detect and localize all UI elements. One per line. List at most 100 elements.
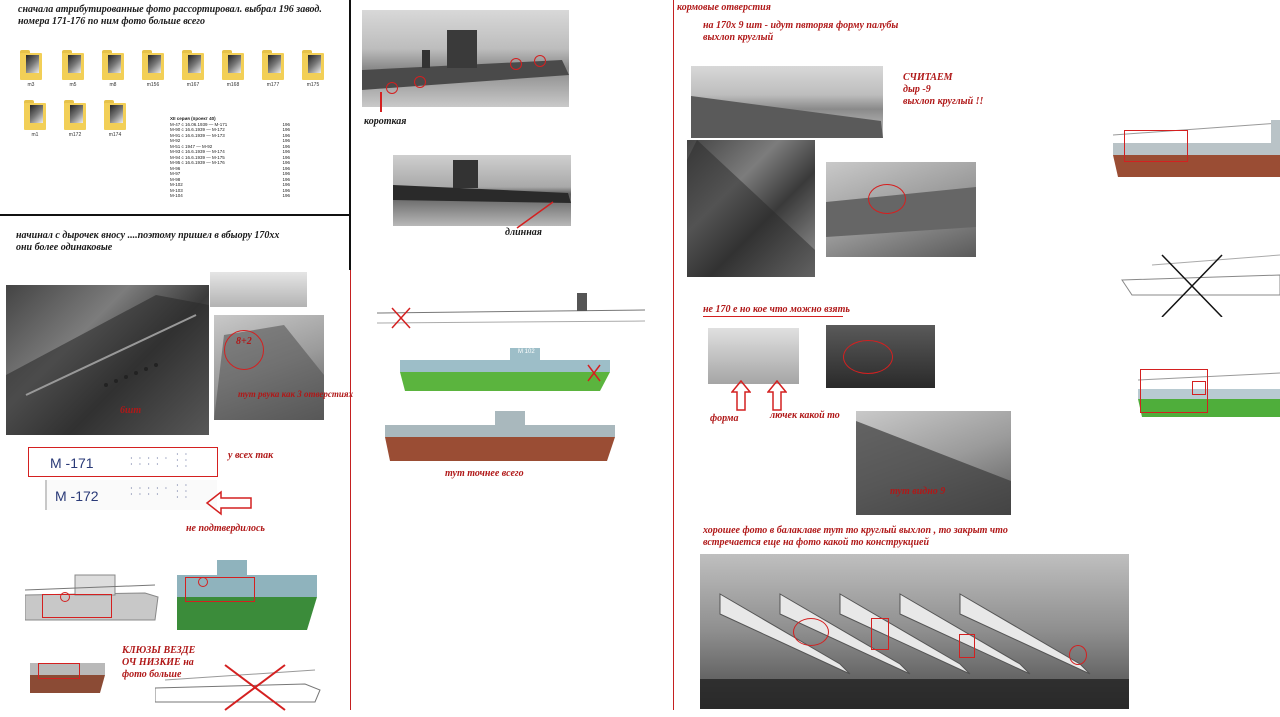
series-table-row-value: 196 [282,127,290,132]
m171-label: M -171 [50,455,94,471]
m171-card [28,447,218,477]
series-table-row-value: 196 [282,149,290,154]
series-table-row: М-90 с 16.6.1939 — М-172 196 [170,127,290,133]
left-arrow-icon [205,490,252,516]
drawing-brown-sub [385,411,615,461]
series-table-row: М-103 196 [170,188,290,194]
photo-nine-visible [856,411,1011,515]
drawing-green-sub-m102 [400,348,610,391]
long-label: длинная [505,227,542,238]
green-hull-circle [198,577,208,587]
series-table-row-value: 196 [282,182,290,187]
nine-visible-overlay: тут видно 9 [890,486,946,497]
photo-stern-1 [691,66,883,138]
balaklava-note-line1: хорошее фото в балаклаве тут то круглый … [703,525,1008,536]
folder-icon[interactable]: m167 [182,50,204,88]
grey-hull-highlight [42,594,112,618]
hatch-label: лючек какой то [770,410,840,421]
up-arrow-icon [731,380,751,411]
bow-photo-small [214,315,324,420]
series-table-row-value: 196 [282,143,290,149]
folder-icon[interactable]: m3 [20,50,42,88]
balaklava-note-line2: встречается еще на фото какой то констру… [703,537,930,548]
short-circle-1 [386,82,398,94]
count-note-line1: СЧИТАЕМ [903,72,953,83]
drawing-far-right-crossed [1121,254,1280,317]
series-table-row-name: М-94 с 16.6.1939 — М-175 [170,154,225,160]
grey-hull-circle [60,592,70,602]
kluzy-note-line1: КЛЮЗЫ ВЕЗДЕ [122,645,196,656]
series-table-header: XII серия (проект 40) [170,116,216,121]
divider-red-left [350,270,351,710]
far-right-brown-highlight [1124,130,1188,162]
m172-card [45,480,217,510]
short-circle-4 [534,55,546,67]
photo-stern-2 [687,140,815,277]
series-table-row-name: М-51 с 1947 — М-92 [170,143,213,149]
folder-icon[interactable]: m175 [302,50,324,88]
up-arrow-icon [767,380,787,411]
drawing-outline-mid [377,293,645,329]
series-table-row: М-94 с 16.6.1939 — М-175 196 [170,155,290,161]
series-table-row-value: 196 [282,154,290,160]
kluzy-note-line2: ОЧ НИЗКИЕ на [122,657,194,668]
folder-icon[interactable]: m156 [142,50,164,88]
series-table-row-value: 196 [282,193,290,198]
count-note-line3: выхлоп круглый !! [903,96,984,107]
series-table-row-name: М-93 с 16.6.1939 — М-174 [170,149,225,154]
folder-icon[interactable]: m5 [62,50,84,88]
m172-dots: · · · · ·· · · · [130,484,170,499]
photo-stern-3 [826,162,976,257]
series-table-row-name: М-103 [170,187,183,193]
folder-icon[interactable]: m174 [104,100,126,138]
series-table-row-value: 196 [282,121,290,127]
series-table-row-value: 196 [282,132,290,138]
series-table-row-name: М-47 с 16.06.1939 — М-171 [170,121,228,127]
series-table-row-value: 196 [282,187,290,193]
short-pointer-line [380,92,382,112]
brown-hull-highlight [38,663,80,679]
green-hull-highlight [185,577,255,602]
series-table-row: М-97 196 [170,171,290,177]
stern-openings-title: кормовые отверстия [677,2,771,13]
drawing-crossed-outline [155,664,321,711]
series-table-row-value: 196 [282,138,290,143]
series-table-row-value: 196 [282,165,290,171]
series-table-row: М-51 с 1947 — М-92 196 [170,144,290,150]
series-table-row-value: 196 [282,171,290,176]
m102-tower-label: М 102 [518,349,535,355]
holes-note-line2: они более одинаковые [16,242,113,253]
intro-note-line2: номера 171-176 по ним фото больше всего [18,16,205,27]
folder-icon[interactable]: m172 [64,100,86,138]
far-right-green-highlight [1140,369,1208,413]
count-note-line2: дыр -9 [903,84,931,95]
hatch-circle [843,340,893,374]
folder-icon[interactable]: m1 [24,100,46,138]
balaklava-box-2 [959,634,975,658]
series-table-row-name: М-90 с 16.6.1939 — М-172 [170,127,225,132]
holes-highlight-circle [224,330,264,370]
kluzy-note-line3: фото больше [122,669,182,680]
not170-underline [703,316,843,317]
balaklava-circle-2 [1069,645,1087,665]
divider-red-middle [673,0,674,710]
series-table-row-value: 196 [282,160,290,165]
not-confirmed-note: не подтвердилось [186,523,265,534]
folder-icon[interactable]: m8 [102,50,124,88]
photo-shape [708,328,799,384]
photo-balaklava [700,554,1129,709]
folder-icon[interactable]: m177 [262,50,284,88]
photo-overlay-8plus2: 8+2 [236,336,252,347]
long-pointer-line [516,201,554,229]
folder-icon[interactable]: m168 [222,50,244,88]
divider-left-vertical [349,0,351,270]
series-table-row-name: М-97 [170,171,181,176]
not170-note: не 170 е но кое что можно взять [703,304,850,315]
balaklava-circle-1 [793,618,829,646]
far-right-green-small-box [1192,381,1206,395]
